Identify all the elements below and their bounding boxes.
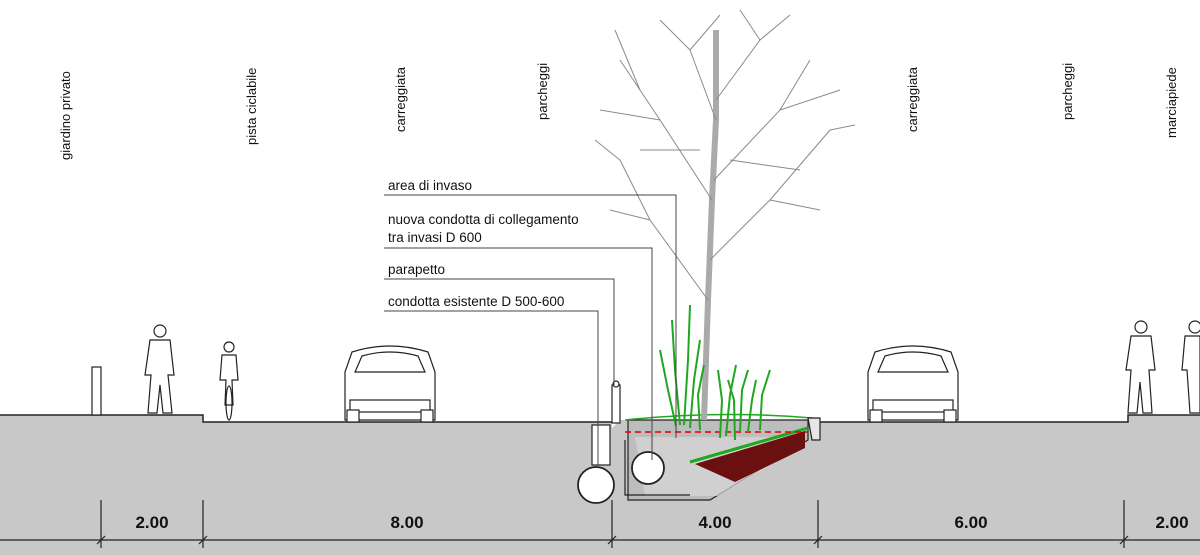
car-left bbox=[344, 345, 436, 423]
dimension-marciapiede: 2.00 bbox=[1155, 513, 1188, 532]
existing-pipe bbox=[577, 466, 615, 504]
ground-section bbox=[0, 415, 612, 555]
dimension-giardino: 2.00 bbox=[135, 513, 168, 532]
callout-condotta-esistente: condotta esistente D 500-600 bbox=[388, 294, 564, 309]
zone-label-carreggiata-1: carreggiata bbox=[393, 66, 408, 132]
zone-label-parcheggi-1: parcheggi bbox=[535, 63, 550, 120]
zone-label-marciapiede: marciapiede bbox=[1164, 67, 1179, 138]
garden-wall bbox=[91, 366, 102, 416]
car-right bbox=[867, 345, 959, 423]
zone-label-carreggiata-2: carreggiata bbox=[905, 66, 920, 132]
callout-nuova-condotta-line2: tra invasi D 600 bbox=[388, 230, 482, 245]
zone-label-pista: pista ciclabile bbox=[244, 68, 259, 145]
pedestrian-figure bbox=[144, 324, 175, 414]
ground-line-right bbox=[820, 414, 1200, 423]
parapet bbox=[611, 384, 621, 424]
dimension-line bbox=[0, 500, 1200, 548]
pedestrian-figure-right bbox=[1125, 320, 1200, 414]
callout-leaders bbox=[384, 194, 677, 465]
tree bbox=[594, 9, 856, 421]
new-pipe bbox=[631, 451, 665, 485]
zone-label-giardino: giardino privato bbox=[58, 71, 73, 160]
zone-label-parcheggi-2: parcheggi bbox=[1060, 63, 1075, 120]
dimension-strada-destra: 6.00 bbox=[954, 513, 987, 532]
grass-layer bbox=[689, 426, 809, 464]
dimension-invaso: 4.00 bbox=[698, 513, 731, 532]
callout-parapetto: parapetto bbox=[388, 262, 445, 277]
cyclist-figure bbox=[219, 341, 239, 421]
soil-layer bbox=[695, 431, 805, 482]
reeds bbox=[659, 304, 771, 441]
retention-basin bbox=[577, 380, 821, 504]
callout-area-invaso: area di invaso bbox=[388, 178, 472, 193]
dimension-strada-sinistra: 8.00 bbox=[390, 513, 423, 532]
callout-nuova-condotta-line1: nuova condotta di collegamento bbox=[388, 212, 579, 227]
